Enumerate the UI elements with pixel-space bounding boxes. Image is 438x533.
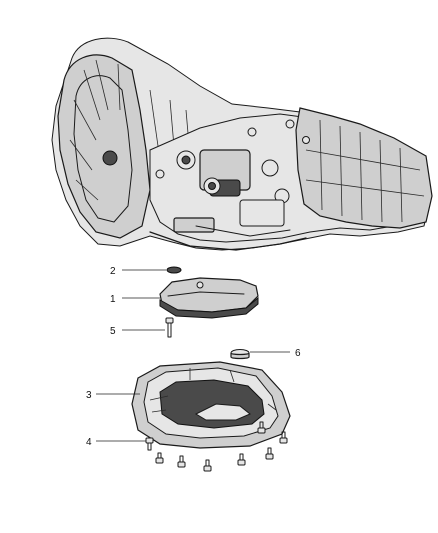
callout-1: 1 <box>110 294 116 305</box>
bell-inner <box>73 75 133 223</box>
pan-bolt <box>177 455 186 468</box>
callout-6: 6 <box>295 348 301 359</box>
bolt-shank <box>167 322 172 338</box>
transmission-assembly <box>51 37 433 251</box>
bolt-head <box>165 317 174 324</box>
callout-4: 4 <box>86 437 92 448</box>
pan-bolt <box>265 447 274 460</box>
o-ring <box>166 266 182 274</box>
pan-rail <box>149 231 307 251</box>
callout-5: 5 <box>110 326 116 337</box>
pan-bolts-part <box>145 421 288 472</box>
pan-bolt <box>145 437 154 451</box>
bell-rim <box>57 54 151 239</box>
pan-bolt <box>279 431 288 444</box>
callouts: 2 1 5 6 3 4 <box>86 266 301 448</box>
o-ring-part <box>166 266 182 274</box>
tail-ribs <box>305 119 425 223</box>
bolt-part <box>165 317 174 338</box>
oil-pan-floor <box>159 379 265 429</box>
pan-bolt <box>155 452 164 464</box>
magnet-part <box>230 349 250 360</box>
pan-bolt <box>203 459 212 472</box>
oil-pan-part <box>131 361 291 449</box>
pan-bolt <box>237 453 246 466</box>
filter-part <box>159 277 259 319</box>
callout-3: 3 <box>86 390 92 401</box>
valve-body <box>102 119 310 237</box>
oil-pan-ribs <box>149 368 277 413</box>
pan-bolt <box>257 421 266 434</box>
callout-2: 2 <box>110 266 116 277</box>
tail-housing <box>295 107 433 229</box>
